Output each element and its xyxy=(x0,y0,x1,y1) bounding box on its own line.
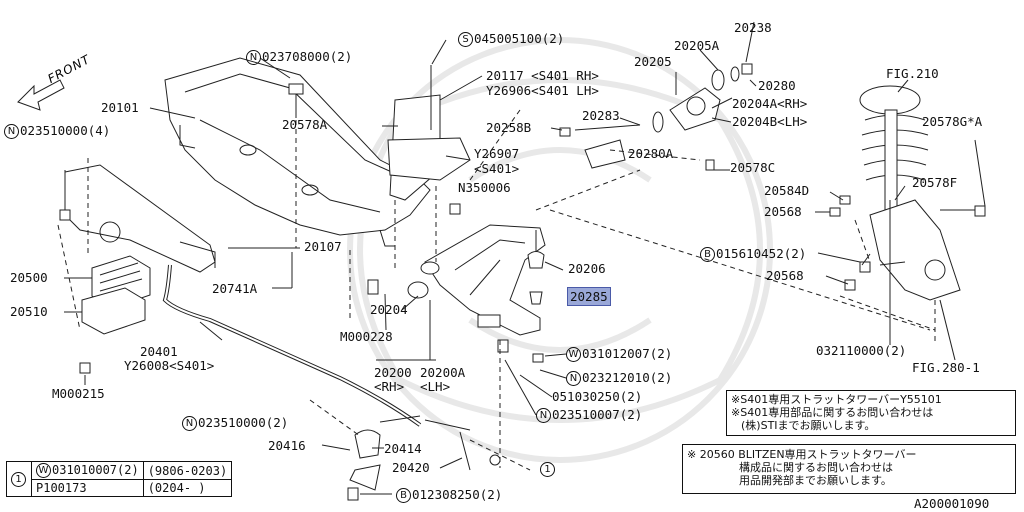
stabilizer-bar xyxy=(162,264,422,427)
document-number: A200001090 xyxy=(914,496,990,511)
label-fig280-1: FIG.280-1 xyxy=(912,360,980,375)
label-m000228: M000228 xyxy=(340,329,393,344)
w-prefix-icon: W xyxy=(566,347,581,362)
ball-joint xyxy=(527,230,545,305)
note-s401-line3: (株)STIまでお願いします。 xyxy=(741,419,876,432)
label-lh: <LH> xyxy=(420,379,451,394)
label-20578c: 20578C xyxy=(730,160,776,175)
b-prefix-icon: B xyxy=(700,247,715,262)
label-y26008: Y26008<S401> xyxy=(124,358,215,373)
rear-bushing-assembly xyxy=(574,63,753,169)
label-y26907: Y26907 xyxy=(474,146,520,161)
label-20280a: 20280A xyxy=(628,146,674,161)
b-prefix-icon: B xyxy=(396,488,411,503)
n-prefix-icon: N xyxy=(566,371,581,386)
label-20285[interactable]: 20285 xyxy=(567,287,611,306)
label-20205: 20205 xyxy=(634,54,672,69)
s-prefix-icon: S xyxy=(458,32,473,47)
label-20280: 20280 xyxy=(758,78,796,93)
stabilizer-link-parts xyxy=(347,419,501,501)
n-prefix-icon: N xyxy=(182,416,197,431)
w-prefix-icon: W xyxy=(36,463,51,478)
label-20238: 20238 xyxy=(734,20,772,35)
dashed-guides xyxy=(57,109,936,471)
label-20107: 20107 xyxy=(304,239,342,254)
label-20568-lower: 20568 xyxy=(766,268,804,283)
table-row2-range: (0204- ) xyxy=(142,479,233,497)
label-20401: 20401 xyxy=(140,344,178,359)
label-rh: <RH> xyxy=(374,379,405,394)
label-20204: 20204 xyxy=(370,302,408,317)
label-20101: 20101 xyxy=(101,100,139,115)
label-20584d: 20584D xyxy=(764,183,810,198)
label-20206: 20206 xyxy=(568,261,606,276)
label-n350006: N350006 xyxy=(458,180,511,195)
note-blitzen-line1: ※ 20560 BLITZEN専用ストラットタワーバー xyxy=(687,448,917,461)
label-y26906: Y26906<S401 LH> xyxy=(486,83,599,98)
label-20568-upper: 20568 xyxy=(764,204,802,219)
n-prefix-icon: N xyxy=(4,124,19,139)
reinforcement-plate xyxy=(64,164,216,273)
label-s401: <S401> xyxy=(474,161,520,176)
note-box-s401: ※S401専用ストラットタワーバーY55101 ※S401専用部品に関するお問い… xyxy=(726,390,1016,436)
label-20200: 20200 xyxy=(374,365,412,380)
table-row1-range: (9806-0203) xyxy=(142,461,233,480)
label-20414: 20414 xyxy=(384,441,422,456)
label-20578a: 20578A xyxy=(282,117,328,132)
label-20204b: 20204B<LH> xyxy=(732,114,808,129)
ref-one-marker: 1 xyxy=(540,462,556,477)
label-20510: 20510 xyxy=(10,304,48,319)
label-20117: 20117 <S401 RH> xyxy=(486,68,599,83)
plates-20500-20510 xyxy=(81,255,151,335)
note-blitzen-line2: 構成品に関するお問い合わせは xyxy=(739,461,893,474)
label-20258b: 20258B xyxy=(486,120,532,135)
n-prefix-icon: N xyxy=(536,408,551,423)
label-m000215: M000215 xyxy=(52,386,105,401)
note-s401-line1: ※S401専用ストラットタワーバーY55101 xyxy=(731,393,942,406)
crossmember-shape xyxy=(164,57,431,247)
bolt-symbols xyxy=(59,127,986,374)
label-20578f: 20578F xyxy=(912,175,958,190)
strut-assembly xyxy=(859,85,985,301)
label-051030250: 051030250(2) xyxy=(552,389,643,404)
label-032110000: 032110000(2) xyxy=(816,343,907,358)
lower-arm xyxy=(407,224,546,336)
label-20416: 20416 xyxy=(268,438,306,453)
label-20200a: 20200A xyxy=(420,365,466,380)
label-20420: 20420 xyxy=(392,460,430,475)
label-20205a: 20205A xyxy=(674,38,720,53)
note-blitzen-line3: 用品開発部までお願いします。 xyxy=(739,474,892,487)
label-20500: 20500 xyxy=(10,270,48,285)
table-row2-part: P100173 xyxy=(31,479,144,497)
label-20283: 20283 xyxy=(582,108,620,123)
table-ref-cell: 1 xyxy=(6,461,32,497)
leader-lines xyxy=(64,21,986,495)
front-arrow xyxy=(17,79,65,111)
note-box-blitzen: ※ 20560 BLITZEN専用ストラットタワーバー 構成品に関するお問い合わ… xyxy=(682,444,1016,494)
note-s401-line2: ※S401専用部品に関するお問い合わせは xyxy=(731,406,934,419)
label-20578ga: 20578G*A xyxy=(922,114,983,129)
label-fig210: FIG.210 xyxy=(886,66,939,81)
label-20741a: 20741A xyxy=(212,281,258,296)
tower-bracket xyxy=(288,65,471,201)
n-prefix-icon: N xyxy=(246,50,261,65)
label-20204a: 20204A<RH> xyxy=(732,96,808,111)
